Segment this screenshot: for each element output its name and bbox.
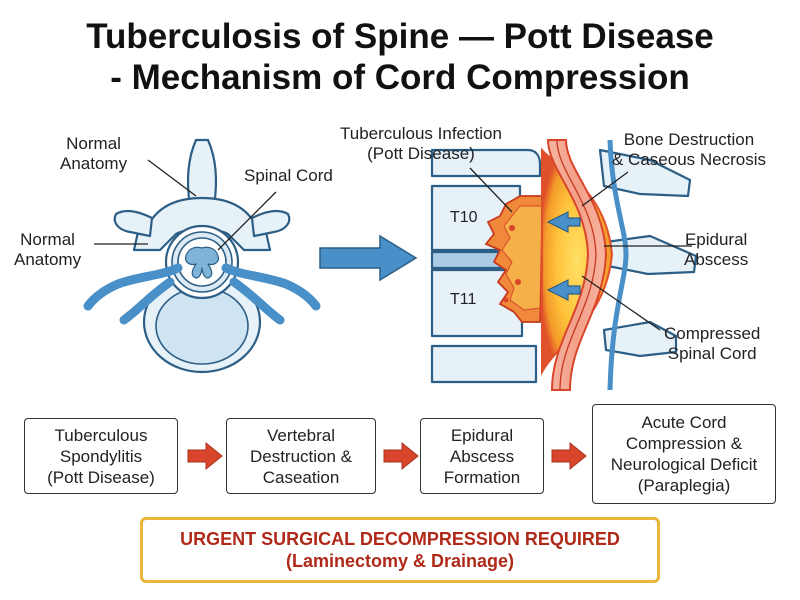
grey-matter <box>185 246 219 279</box>
label-t11: T11 <box>450 291 477 308</box>
label-normal-anatomy-left: Normal Anatomy <box>14 230 82 269</box>
compression-arrow-upper <box>546 211 581 233</box>
title-line-1: Tuberculosis of Spine — Pott Disease <box>86 17 714 56</box>
vertebral-body-inner <box>155 287 249 365</box>
flow-arrow-1 <box>187 441 223 471</box>
compression-arrows <box>546 211 581 301</box>
right-leader-lines <box>469 167 692 331</box>
compressed-spinal-cord <box>546 139 608 391</box>
vertebra-t11-body <box>430 268 524 338</box>
flow-arrow-2 <box>383 441 419 471</box>
label-t10: T10 <box>450 209 478 226</box>
label-epidural-abscess: Epidural Abscess <box>684 230 749 269</box>
urgent-headline: URGENT SURGICAL DECOMPRESSION REQUIRED <box>180 529 620 549</box>
normal-vertebra-axial <box>113 138 291 374</box>
right-transverse-process <box>250 209 291 238</box>
nerve-roots <box>83 263 321 325</box>
flow-step-1: Tuberculous Spondylitis (Pott Disease) <box>24 418 178 494</box>
transition-arrow <box>319 234 418 282</box>
flow-arrow-3 <box>551 441 587 471</box>
left-transverse-process <box>113 209 154 238</box>
vertebra-below <box>430 344 538 384</box>
spinous-process <box>186 138 218 208</box>
flow-arrows <box>187 441 587 471</box>
label-tuberculous-infection: Tuberculous Infection (Pott Disease) <box>340 124 502 163</box>
posterior-canal-wall <box>607 139 629 391</box>
label-bone-destruction: Bone Destruction & Caseous Necrosis <box>612 130 767 169</box>
title-line-2: - Mechanism of Cord Compression <box>110 58 690 97</box>
posterior-elements <box>598 148 698 358</box>
flow-step-2: Vertebral Destruction & Caseation <box>226 418 376 494</box>
left-leader-lines <box>94 159 277 251</box>
label-normal-anatomy-top: Normal Anatomy <box>60 134 128 173</box>
page-title: Tuberculosis of Spine — Pott Disease - M… <box>0 16 800 98</box>
label-spinal-cord: Spinal Cord <box>244 166 333 185</box>
flow-step-3: Epidural Abscess Formation <box>420 418 544 494</box>
urgent-banner: URGENT SURGICAL DECOMPRESSION REQUIRED (… <box>140 517 660 583</box>
vertebra-above <box>430 148 542 178</box>
urgent-procedure: (Laminectomy & Drainage) <box>285 551 515 571</box>
compression-arrow-lower <box>546 279 581 301</box>
label-compressed-spinal-cord: Compressed Spinal Cord <box>664 324 761 363</box>
tuberculous-infection <box>484 195 547 323</box>
flow-step-4: Acute Cord Compression & Neurological De… <box>592 404 776 504</box>
